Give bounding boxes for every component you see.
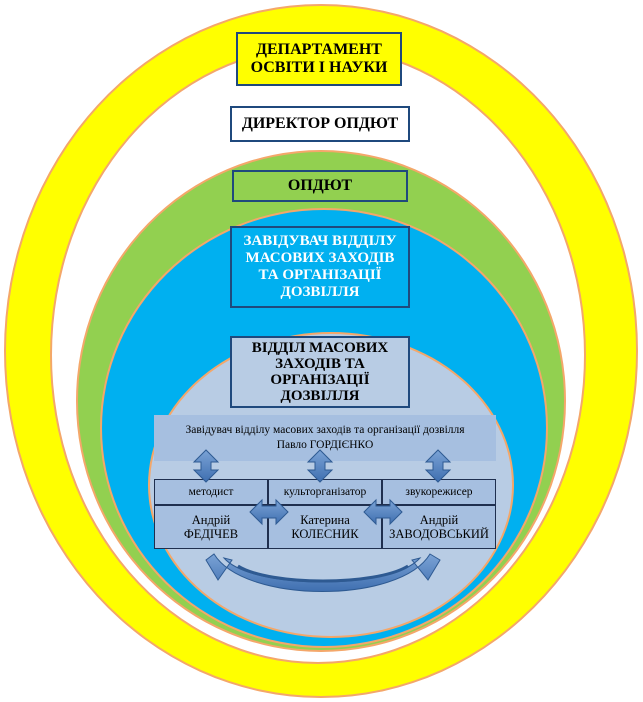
unit-box-line-2: ЗАХОДІВ ТА — [275, 356, 365, 372]
head-box-line-2: МАСОВИХ ЗАХОДІВ — [245, 250, 395, 266]
staff-last-name-3: ЗАВОДОВСЬКИЙ — [389, 527, 489, 541]
staff-role-1: методист — [154, 479, 268, 505]
staff-name-cell-2: Катерина КОЛЕСНИК — [268, 505, 382, 549]
head-of-department-box: ЗАВІДУВАЧ ВІДДІЛУ МАСОВИХ ЗАХОДІВ ТА ОРГ… — [230, 226, 410, 308]
staff-last-name-1: ФЕДІЧЕВ — [183, 527, 239, 541]
staff-role-2: культорганізатор — [268, 479, 382, 505]
department-unit-box: ВІДДІЛ МАСОВИХ ЗАХОДІВ ТА ОРГАНІЗАЦІЇ ДО… — [230, 336, 410, 408]
director-box: ДИРЕКТОР ОПДЮТ — [230, 106, 410, 142]
department-line-1: ДЕПАРТАМЕНТ — [256, 41, 382, 58]
unit-box-line-4: ДОЗВІЛЛЯ — [280, 388, 360, 404]
odyut-box: ОПДЮТ — [232, 170, 408, 202]
staff-first-name-3: Андрій — [419, 513, 459, 527]
head-name: Павло ГОРДІЄНКО — [276, 439, 374, 451]
head-box-line-4: ДОЗВІЛЛЯ — [280, 284, 360, 300]
unit-box-line-1: ВІДДІЛ МАСОВИХ — [251, 340, 389, 356]
department-box: ДЕПАРТАМЕНТ ОСВІТИ І НАУКИ — [236, 32, 402, 86]
staff-role-3: звукорежисер — [382, 479, 496, 505]
unit-box-line-3: ОРГАНІЗАЦІЇ — [270, 372, 370, 388]
head-box-line-1: ЗАВІДУВАЧ ВІДДІЛУ — [243, 233, 397, 249]
staff-name-cell-1: Андрій ФЕДІЧЕВ — [154, 505, 268, 549]
head-bar: Завідувач відділу масових заходів та орг… — [154, 415, 496, 461]
staff-last-name-2: КОЛЕСНИК — [291, 527, 359, 541]
head-box-line-3: ТА ОРГАНІЗАЦІЇ — [258, 267, 382, 283]
staff-first-name-2: Катерина — [300, 513, 350, 527]
staff-first-name-1: Андрій — [191, 513, 231, 527]
head-title: Завідувач відділу масових заходів та орг… — [185, 424, 465, 436]
staff-name-cell-3: Андрій ЗАВОДОВСЬКИЙ — [382, 505, 496, 549]
department-line-2: ОСВІТИ І НАУКИ — [250, 59, 388, 76]
